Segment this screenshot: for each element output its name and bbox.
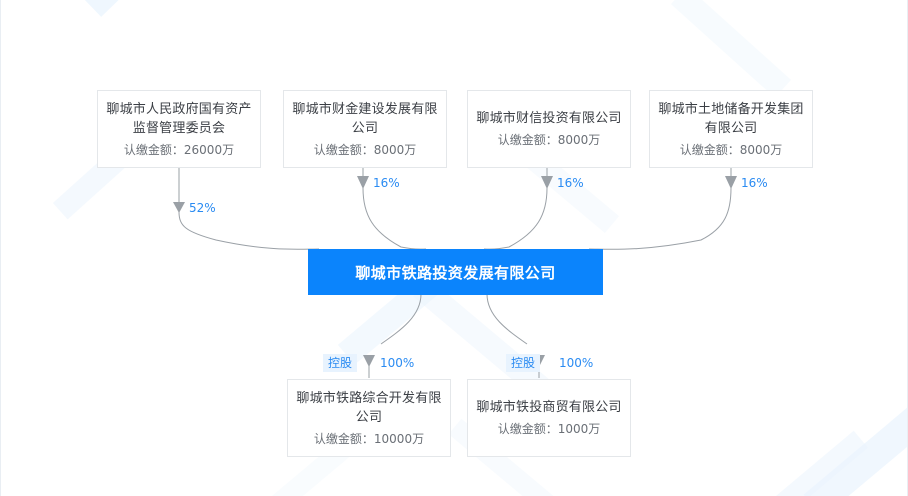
subsidiary-amount: 认缴金额：1000万 (497, 422, 601, 436)
relation-badge-subsidiary-2: 控股 (506, 354, 541, 372)
center-company-node[interactable]: 聊城市铁路投资发展有限公司 (308, 249, 603, 295)
shareholder-amount: 认缴金额：8000万 (497, 133, 601, 147)
shareholder-node-2[interactable]: 聊城市财金建设发展有限 公司 认缴金额：8000万 (283, 90, 447, 168)
watermark-shape (754, 430, 868, 496)
edge-curve-shareholder-1 (178, 211, 320, 250)
edge-percent-shareholder-1: 52% (189, 201, 216, 215)
shareholder-name: 聊城市财金建设发展有限 公司 (292, 101, 438, 136)
subsidiary-node-2[interactable]: 聊城市铁投商贸有限公司 认缴金额：1000万 (467, 379, 631, 457)
edge-percent-shareholder-4: 16% (741, 176, 768, 190)
subsidiary-node-1[interactable]: 聊城市铁路综合开发有限 公司 认缴金额：10000万 (287, 379, 451, 457)
shareholder-node-1[interactable]: 聊城市人民政府国有资产 监督管理委员会 认缴金额：26000万 (97, 90, 261, 168)
watermark-shape (803, 372, 907, 496)
shareholder-amount: 认缴金额：8000万 (679, 142, 783, 157)
shareholder-node-3[interactable]: 聊城市财信投资有限公司 认缴金额：8000万 (467, 90, 631, 168)
arrowhead-icon (357, 176, 369, 189)
subsidiary-amount: 认缴金额：10000万 (313, 431, 425, 446)
shareholder-name: 聊城市人民政府国有资产 监督管理委员会 (106, 101, 252, 136)
edge-percent-subsidiary-1: 100% (380, 356, 415, 370)
edge-curve-shareholder-4 (588, 187, 732, 250)
relation-badge-subsidiary-1: 控股 (323, 354, 358, 372)
shareholder-name: 聊城市土地储备开发集团 有限公司 (658, 101, 804, 136)
watermark-shape (670, 0, 792, 98)
edge-percent-shareholder-3: 16% (557, 176, 584, 190)
subsidiary-name: 聊城市铁路综合开发有限 公司 (296, 390, 442, 425)
edge-percent-shareholder-2: 16% (373, 176, 400, 190)
arrowhead-icon (363, 355, 375, 367)
shareholder-amount: 认缴金额：26000万 (123, 142, 235, 157)
shareholder-node-4[interactable]: 聊城市土地储备开发集团 有限公司 认缴金额：8000万 (649, 90, 813, 168)
center-company-name: 聊城市铁路投资发展有限公司 (355, 263, 556, 282)
subsidiary-name: 聊城市铁投商贸有限公司 (476, 400, 622, 415)
arrowhead-icon (173, 202, 185, 213)
edge-curve-shareholder-3 (483, 187, 548, 250)
edge-curve-shareholder-2 (362, 187, 427, 250)
edge-curve-subsidiary-1 (380, 293, 422, 345)
watermark-shape (26, 0, 120, 17)
shareholder-amount: 认缴金额：8000万 (313, 142, 417, 157)
edge-percent-subsidiary-2: 100% (559, 356, 594, 370)
shareholder-name: 聊城市财信投资有限公司 (476, 111, 622, 126)
arrowhead-icon (541, 176, 553, 189)
arrowhead-icon (725, 176, 737, 189)
edge-curve-subsidiary-2 (486, 293, 528, 345)
